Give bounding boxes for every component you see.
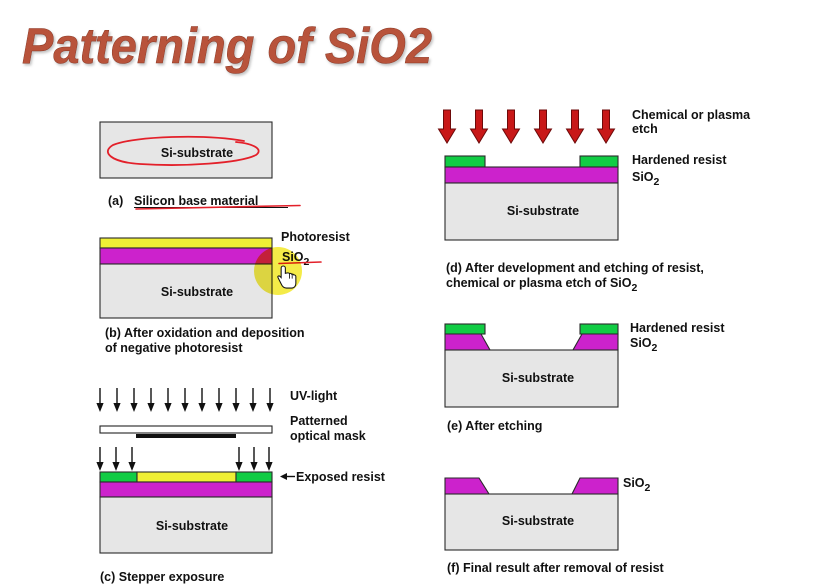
- step-a-diagram: Si-substrate: [99, 121, 273, 179]
- hardened-resist-right: [579, 155, 619, 168]
- arrow-down-icon: [597, 109, 615, 144]
- arrow-left-icon: [280, 473, 295, 480]
- hardened-resist-left: [444, 155, 486, 168]
- arrow-down-icon: [502, 109, 520, 144]
- highlighter-spot: [254, 247, 302, 295]
- arrow-down-icon: [95, 387, 105, 413]
- hardened-resist-left: [444, 323, 486, 335]
- sio2-layer: [444, 166, 619, 184]
- exposed-resist-right: [235, 471, 273, 483]
- hardened-resist-label: Hardened resist: [630, 321, 725, 335]
- exposed-resist-label: Exposed resist: [296, 470, 386, 484]
- arrow-down-icon: [95, 446, 105, 472]
- etch-label-line-2: etch: [632, 122, 658, 136]
- si-substrate-layer: [444, 493, 619, 551]
- exposed-resist-left: [99, 471, 138, 483]
- arrow-down-icon: [180, 387, 190, 413]
- step-e-diagram: Si-substrate Hardened resist SiO2: [444, 321, 725, 408]
- etch-arrows: [438, 109, 615, 144]
- sio2-layer: [99, 481, 273, 498]
- arrow-down-icon: [163, 387, 173, 413]
- step-d-diagram: Chemical or plasma etch Si-substrate Har…: [438, 108, 751, 241]
- step-f-diagram: Si-substrate SiO2: [444, 476, 651, 551]
- sio2-pattern-right: [571, 477, 619, 495]
- red-ink-circle-annotation: [107, 135, 260, 166]
- sio2-etched-left: [444, 333, 491, 351]
- arrow-down-icon: [197, 387, 207, 413]
- arrow-down-icon: [234, 446, 244, 472]
- substrate-label: Si-substrate: [502, 371, 574, 385]
- arrow-down-icon: [112, 387, 122, 413]
- mask-label-line-2: optical mask: [290, 429, 366, 443]
- arrow-down-icon: [231, 387, 241, 413]
- arrow-down-icon: [214, 387, 224, 413]
- slide-title: Patterning of SiO2: [22, 18, 432, 74]
- arrow-down-icon: [534, 109, 552, 144]
- step-c-diagram: UV-light Patterned optical mask Si-subst…: [95, 387, 386, 554]
- substrate-label: Si-substrate: [507, 204, 579, 218]
- red-ink-underline-annotation: [135, 204, 301, 210]
- caption-text: Silicon base material: [134, 194, 258, 208]
- uv-light-arrows: [95, 387, 275, 413]
- photoresist-label: Photoresist: [281, 230, 351, 244]
- unexposed-resist: [136, 471, 237, 483]
- etch-label-line-1: Chemical or plasma: [632, 108, 751, 122]
- arrow-down-icon: [264, 446, 274, 472]
- step-a-caption: (a) Silicon base material: [108, 194, 301, 210]
- caption-line-2: of negative photoresist: [105, 341, 243, 355]
- substrate-label: Si-substrate: [161, 146, 233, 160]
- arrow-down-icon: [111, 446, 121, 472]
- arrow-down-icon: [265, 387, 275, 413]
- si-substrate-layer: [99, 496, 273, 554]
- si-substrate-layer: [99, 121, 273, 179]
- substrate-label: Si-substrate: [156, 519, 228, 533]
- hardened-resist-right: [579, 323, 619, 335]
- step-e-caption: (e) After etching: [447, 419, 542, 433]
- caption-line-1: (b) After oxidation and deposition: [105, 326, 305, 340]
- arrow-down-icon: [129, 387, 139, 413]
- arrow-down-icon: [249, 446, 259, 472]
- sio2-etched-right: [572, 333, 619, 351]
- svg-text:(a) Silicon base materia: (a) Silicon base material: [108, 194, 258, 208]
- arrow-down-icon: [146, 387, 156, 413]
- caption-line-1: (d) After development and etching of res…: [446, 261, 704, 275]
- step-b-caption: (b) After oxidation and deposition of ne…: [105, 326, 305, 355]
- step-d-caption: (d) After development and etching of res…: [446, 261, 704, 294]
- step-f-caption: (f) Final result after removal of resist: [447, 561, 665, 575]
- arrow-down-icon: [127, 446, 137, 472]
- caption-tag: (a): [108, 194, 123, 208]
- si-substrate-layer: [444, 182, 619, 241]
- si-substrate-layer: [99, 263, 273, 319]
- mask-label-line-1: Patterned: [290, 414, 348, 428]
- uv-light-label: UV-light: [290, 389, 338, 403]
- sio2-label: SiO2: [630, 336, 658, 354]
- sio2-layer: [99, 247, 273, 265]
- arrow-down-icon: [248, 387, 258, 413]
- arrow-down-icon: [438, 109, 456, 144]
- mask-opaque-pattern: [136, 434, 236, 438]
- step-b-diagram: Si-substrate Photoresist SiO2: [99, 230, 351, 319]
- arrow-down-icon: [566, 109, 584, 144]
- sio2-pattern-left: [444, 477, 490, 495]
- substrate-label: Si-substrate: [161, 285, 233, 299]
- photoresist-layer: [99, 237, 273, 249]
- caption-line-2: chemical or plasma etch of SiO2: [446, 276, 637, 294]
- optical-mask-plate: [99, 425, 273, 434]
- substrate-label: Si-substrate: [502, 514, 574, 528]
- sio2-label: SiO2: [623, 476, 651, 494]
- transmitted-uv-arrows: [95, 446, 274, 472]
- arrow-down-icon: [470, 109, 488, 144]
- hand-pointer-icon: [277, 265, 297, 289]
- hardened-resist-label: Hardened resist: [632, 153, 727, 167]
- step-c-caption: (c) Stepper exposure: [100, 570, 224, 584]
- sio2-label: SiO2: [632, 170, 660, 188]
- si-substrate-layer: [444, 349, 619, 408]
